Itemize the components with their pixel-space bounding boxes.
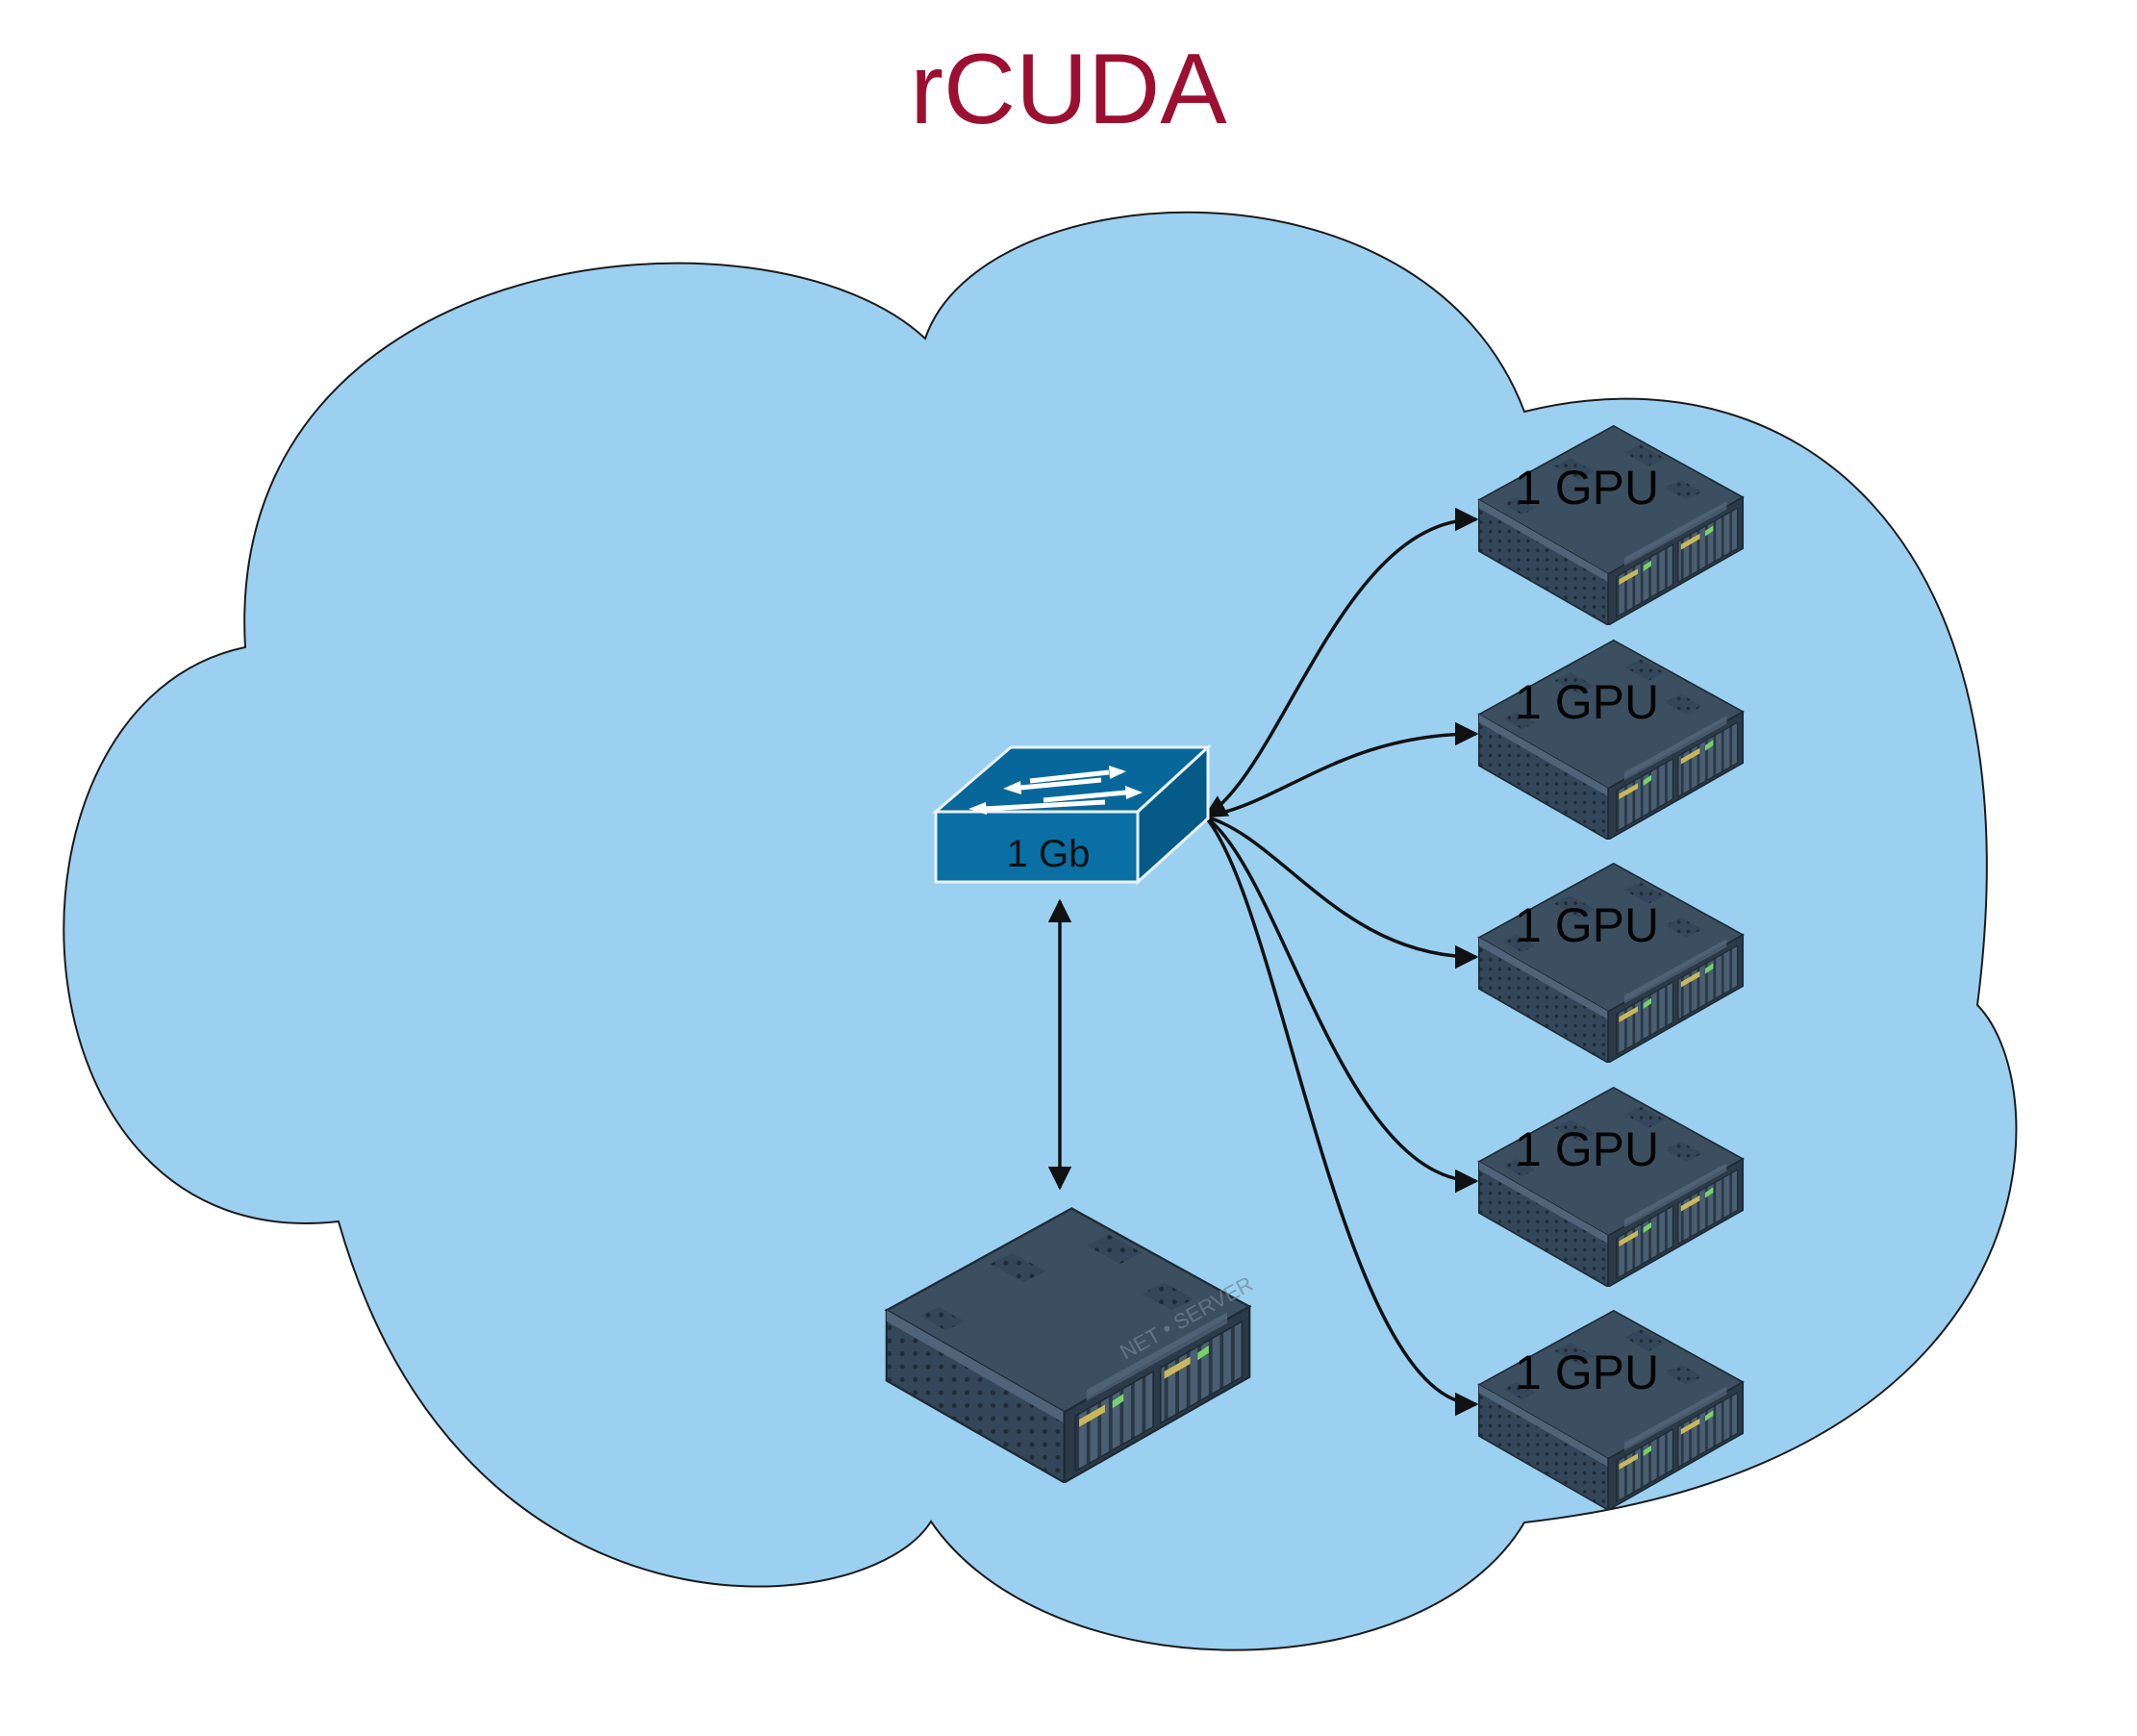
switch-arrows-icon: [968, 766, 1143, 815]
diagram-title: rCUDA: [910, 34, 1227, 145]
gpu-server-icon[interactable]: 1 GPU: [1477, 1309, 1745, 1510]
gpu-server-icon[interactable]: 1 GPU: [1477, 1086, 1745, 1287]
connector-line: [1203, 815, 1479, 1194]
gpu-server-icon[interactable]: 1 GPU: [1477, 639, 1745, 840]
gpu-node-label: 1 GPU: [1515, 898, 1659, 952]
connector-line: [1204, 721, 1479, 818]
gpu-node-label: 1 GPU: [1515, 675, 1659, 729]
gpu-node-label: 1 GPU: [1515, 1122, 1659, 1176]
gpu-node-label: 1 GPU: [1515, 461, 1659, 515]
host-server-icon[interactable]: NET • SERVER: [885, 1207, 1257, 1483]
connector-line: [1204, 815, 1479, 969]
gpu-nodes: 1 GPU 1 GPU 1 GPU 1 GPU 1 GPU: [1477, 424, 1745, 1510]
gpu-server-icon[interactable]: 1 GPU: [1477, 862, 1745, 1063]
network-switch-icon[interactable]: 1 Gb: [931, 743, 1212, 886]
switch-label: 1 Gb: [1007, 833, 1091, 875]
connector-line: [1203, 815, 1479, 1417]
connectors: [1047, 507, 1479, 1417]
gpu-node-label: 1 GPU: [1515, 1346, 1659, 1399]
connector-line: [1202, 507, 1479, 818]
gpu-server-icon[interactable]: 1 GPU: [1477, 424, 1745, 625]
